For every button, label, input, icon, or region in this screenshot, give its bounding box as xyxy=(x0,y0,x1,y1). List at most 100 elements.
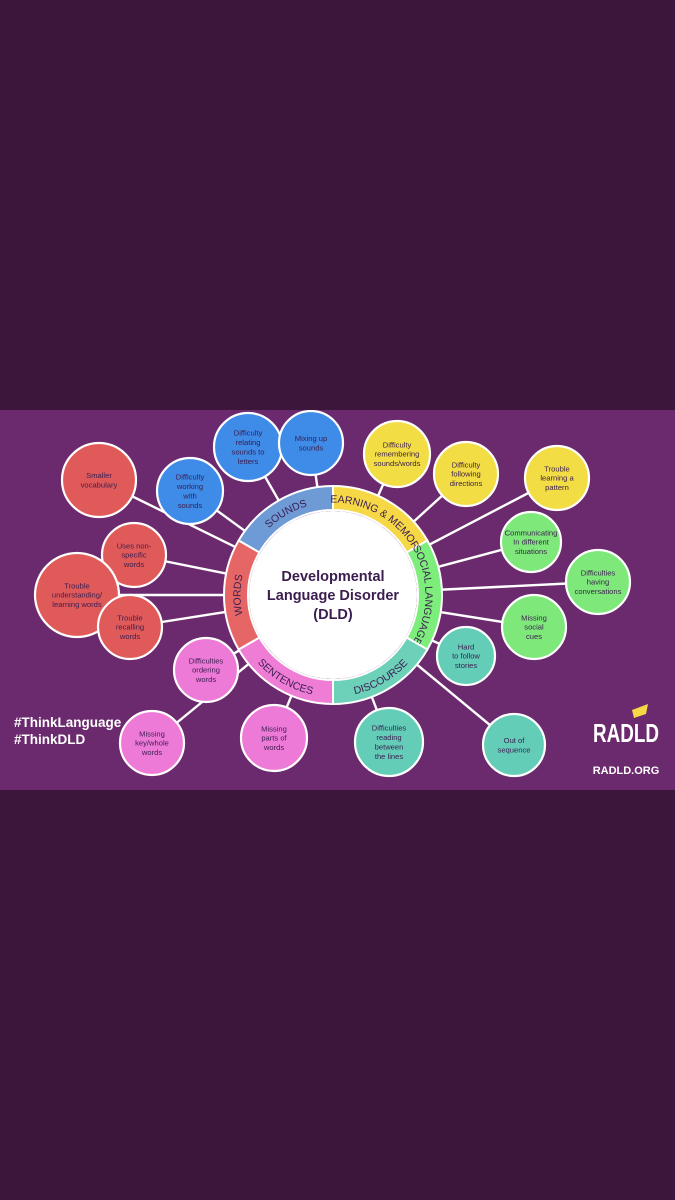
bubble-text-line: words xyxy=(141,748,162,757)
bubble-text-line: letters xyxy=(238,457,259,466)
bubble-text-line: cues xyxy=(526,632,542,641)
bubble-text-line: Smaller xyxy=(86,471,112,480)
bubble-text-line: conversations xyxy=(575,587,622,596)
bubble-text-line: vocabulary xyxy=(81,480,118,489)
bubble-text-line: Out of xyxy=(504,736,526,745)
bubble-text-line: with xyxy=(182,491,197,500)
bubble-circle xyxy=(172,636,240,704)
bubble-circle xyxy=(362,419,432,489)
bubble-text-line: understanding/ xyxy=(52,591,103,600)
bubble-text-line: to follow xyxy=(452,652,480,661)
bubble-text-line: Difficulties xyxy=(189,656,224,665)
bubble-text-line: Difficulty xyxy=(452,460,481,469)
bubble-circle xyxy=(155,456,225,526)
radld-logo: RADLD RADLD.ORG xyxy=(593,704,659,777)
bubble-circle xyxy=(118,709,186,777)
bubble-circle xyxy=(523,444,591,512)
bubble-text-line: specific xyxy=(121,551,147,560)
bubble-text-line: Trouble xyxy=(64,581,89,590)
bubble-circle xyxy=(481,712,547,778)
bubble-circle xyxy=(33,551,121,639)
dld-poster: SOUNDSLEARNING & MEMORYSOCIAL LANGUAGEDI… xyxy=(0,410,675,790)
bubble-text-line: parts of xyxy=(261,734,287,743)
bubble-text-line: Uses non- xyxy=(117,541,152,550)
bubble-text-line: Hard xyxy=(458,642,474,651)
bubble-text-line: Mixing up xyxy=(295,434,328,443)
bubble-text-line: Difficulties xyxy=(581,568,616,577)
bubble-circle xyxy=(564,548,632,616)
bubble-text-line: learning a xyxy=(540,474,574,483)
bubble-text-line: Difficulty xyxy=(234,429,263,438)
bubble-text-line: social xyxy=(524,623,544,632)
bubble-text-line: Trouble xyxy=(544,464,569,473)
bubble-text-line: the lines xyxy=(375,752,403,761)
bubble-text-line: In different xyxy=(513,538,550,547)
bubble-text-line: working xyxy=(176,482,203,491)
bubble-text-line: situations xyxy=(515,547,547,556)
bubble-text-line: sounds xyxy=(299,443,324,452)
bubble-text-line: Difficulty xyxy=(176,473,205,482)
bubble-text-line: directions xyxy=(450,479,483,488)
bubble-text-line: Missing xyxy=(261,724,287,733)
bubble-text-line: sounds/words xyxy=(374,459,421,468)
bubble-circle xyxy=(96,593,164,661)
center-title-line-3: (DLD) xyxy=(313,607,353,623)
bubble-text-line: sounds to xyxy=(232,447,265,456)
bubble-text-line: having xyxy=(587,578,609,587)
bubble-text-line: learning words xyxy=(52,600,102,609)
center-circle-shape xyxy=(249,511,417,679)
bubble-text-line: reading xyxy=(376,733,401,742)
bubble-circle xyxy=(432,440,500,508)
bubble-text-line: Communicating xyxy=(505,528,558,537)
center-title-line-1: Developmental xyxy=(281,569,384,585)
segment-label-words: WORDS xyxy=(231,573,245,616)
bubble-text-line: Missing xyxy=(521,613,547,622)
segment-words xyxy=(223,539,261,651)
bubble-circle xyxy=(499,510,563,574)
bubble-text-line: recalling xyxy=(116,623,144,632)
bubble-text-line: words xyxy=(195,675,216,684)
logo-flag-icon xyxy=(632,704,648,718)
bubble-text-line: remembering xyxy=(375,450,420,459)
bubble-text-line: Difficulty xyxy=(383,440,412,449)
radld-logo-word: RADLD xyxy=(593,718,659,748)
bubble-text-line: Missing xyxy=(139,729,165,738)
bubble-text-line: following xyxy=(451,470,481,479)
bubble-text-line: Trouble xyxy=(117,613,142,622)
bubble-circle xyxy=(500,593,568,661)
bubble-text-line: key/whole xyxy=(135,739,169,748)
